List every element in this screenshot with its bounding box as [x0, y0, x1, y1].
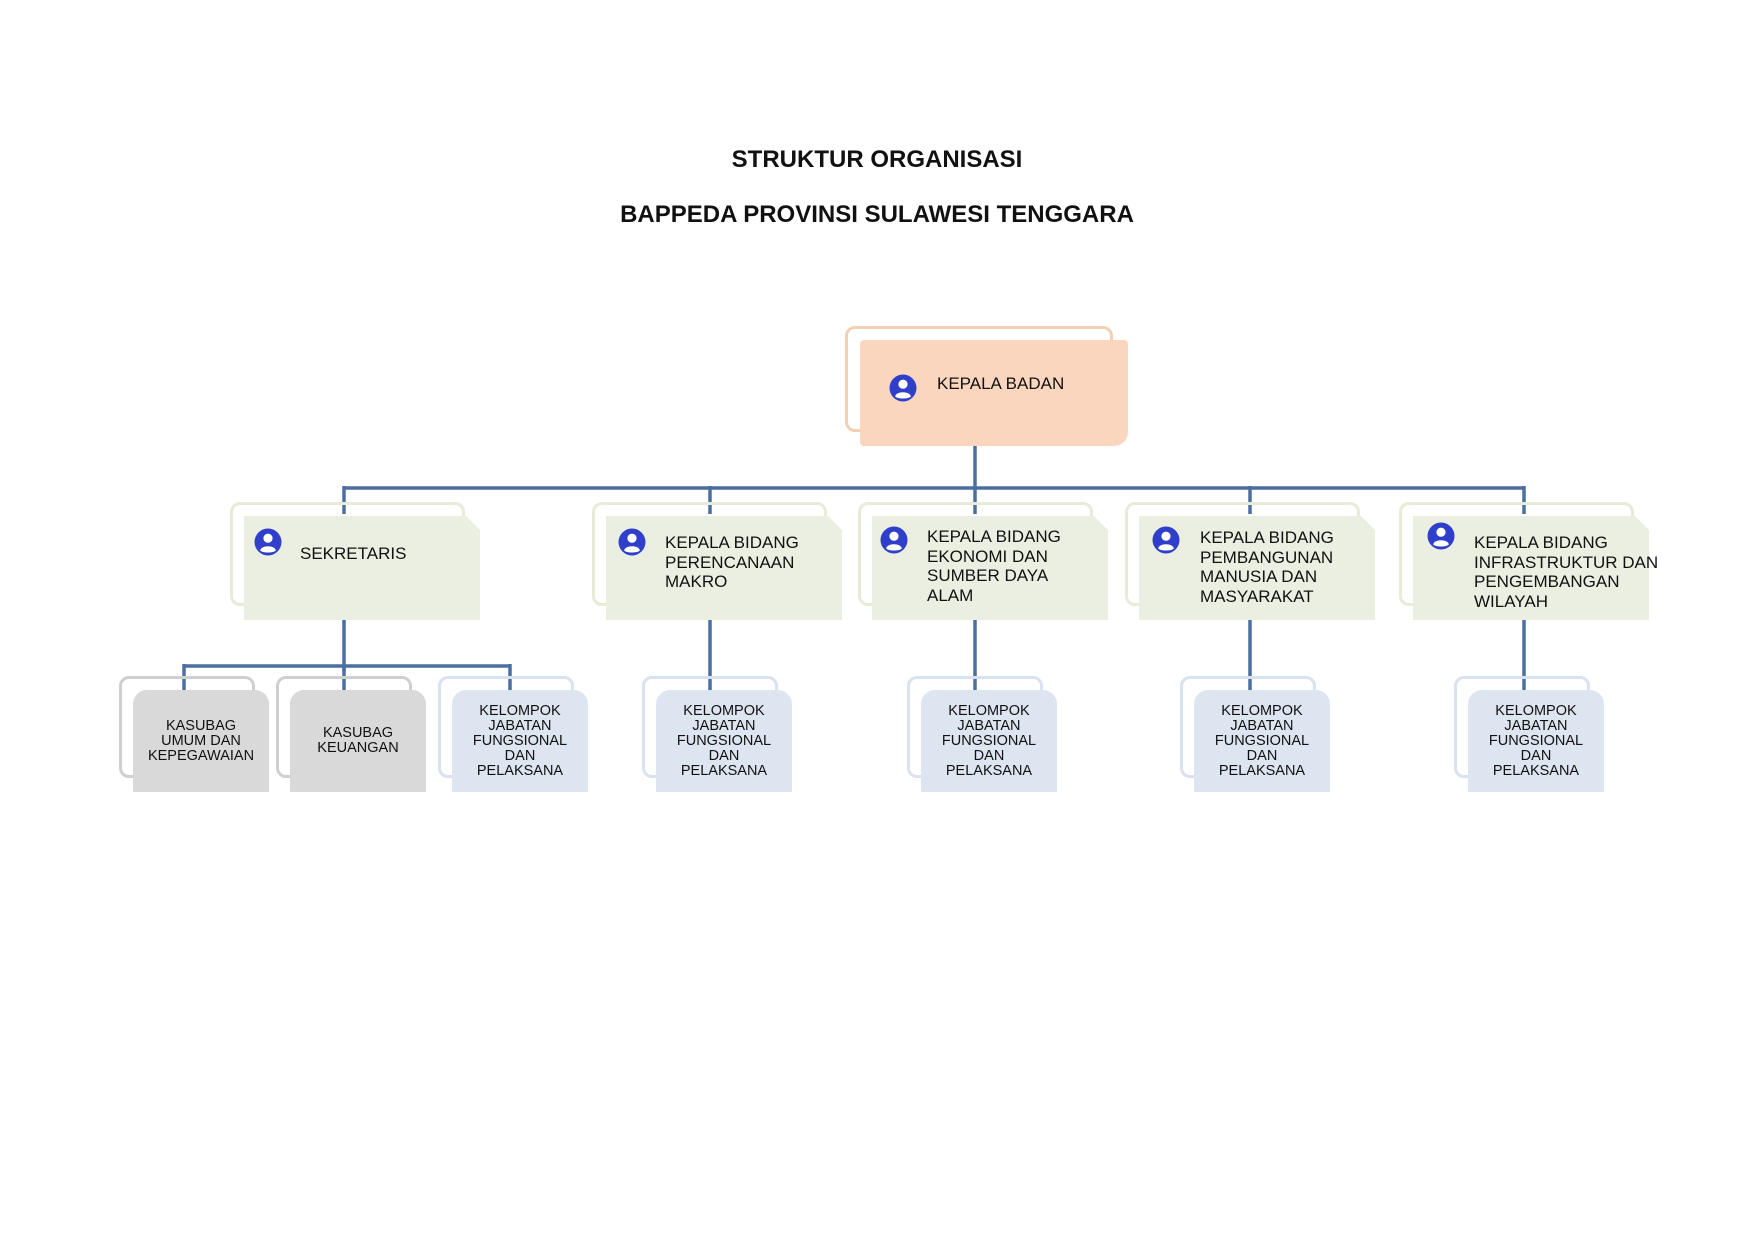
level2-title-2-line: SUMBER DAYA	[927, 566, 1049, 585]
level2-title-0-line: SEKRETARIS	[300, 544, 407, 563]
level3-box-1[interactable]	[290, 690, 426, 792]
level2-title-4-line: INFRASTRUKTUR DAN	[1474, 552, 1659, 572]
person-avatar-icon	[889, 374, 917, 402]
level2-title-2-line: ALAM	[927, 585, 974, 605]
person-avatar-icon	[254, 528, 282, 556]
level3-title-0-line: KASUBAG	[165, 717, 237, 734]
level3-title-3-line: FUNGSIONAL	[676, 732, 772, 749]
level3-title-6-line: JABATAN	[1504, 717, 1568, 734]
chart-title: STRUKTUR ORGANISASI	[731, 146, 1023, 173]
level2-title-4-line: KEPALA BIDANG	[1474, 533, 1608, 552]
level3-box-4[interactable]	[921, 690, 1057, 792]
level3-title-0-line: KEPEGAWAIAN	[147, 747, 255, 764]
level3-title-6-line: PELAKSANA	[1492, 762, 1580, 779]
level3-box-2[interactable]	[452, 690, 588, 792]
level3-title-5-line: KELOMPOK	[1221, 702, 1303, 719]
level2-title-4-line: PENGEMBANGAN	[1474, 572, 1620, 591]
level3-title-5-line: JABATAN	[1230, 717, 1294, 734]
level2-title-0: SEKRETARIS	[300, 544, 406, 564]
chart-subtitle: BAPPEDA PROVINSI SULAWESI TENGGARA	[620, 201, 1134, 228]
level2-box-1[interactable]	[606, 516, 842, 620]
level3-box-6[interactable]	[1468, 690, 1604, 792]
level3-title-5-line: DAN	[1246, 747, 1278, 764]
level2-title-1-line: KEPALA BIDANG	[665, 533, 799, 552]
level2-title-1-line: PERENCANAAN	[665, 552, 795, 572]
level3-title-1-line: KEUANGAN	[317, 740, 399, 756]
head-title-line: KEPALA BADAN	[937, 374, 1065, 393]
level2-box-3[interactable]	[1139, 516, 1375, 620]
level2-title-2-line: EKONOMI DAN	[927, 546, 1048, 566]
level3-title-4-line: KELOMPOK	[948, 702, 1030, 719]
level3-title-2-line: FUNGSIONAL	[472, 732, 568, 749]
head-title-lines: KEPALA BADAN	[937, 374, 1064, 394]
level2-box-0[interactable]	[244, 516, 480, 620]
person-avatar-icon	[880, 526, 908, 554]
level3-title-0-line: UMUM DAN	[161, 732, 241, 749]
level3-title-4-line: DAN	[973, 747, 1005, 764]
level3-title-4-line: FUNGSIONAL	[941, 732, 1037, 749]
person-avatar-icon	[1152, 526, 1180, 554]
level2-title-0-lines: SEKRETARIS	[300, 544, 406, 564]
level3-box-0[interactable]	[133, 690, 269, 792]
level3-title-3-line: DAN	[708, 747, 740, 764]
level2-title-3-line: PEMBANGUNAN	[1200, 547, 1334, 567]
level3-title-2-line: PELAKSANA	[476, 762, 564, 779]
level3-title-3-line: PELAKSANA	[680, 762, 768, 779]
level2-title-2-line: KEPALA BIDANG	[927, 527, 1061, 546]
level3-title-6-line: KELOMPOK	[1495, 702, 1577, 719]
level3-title-5-line: FUNGSIONAL	[1214, 732, 1310, 749]
level3-title-2-line: DAN	[504, 747, 536, 764]
level3-box-5[interactable]	[1194, 690, 1330, 792]
level3-box-3[interactable]	[656, 690, 792, 792]
level2-title-3-line: MANUSIA DAN	[1200, 567, 1318, 586]
level2-box-2[interactable]	[872, 516, 1108, 620]
level3-title-5-line: PELAKSANA	[1218, 762, 1306, 779]
person-avatar-icon	[1427, 522, 1455, 550]
head-title: KEPALA BADAN	[937, 374, 1064, 394]
level3-title-6-line: FUNGSIONAL	[1488, 732, 1584, 749]
level3-title-3-line: KELOMPOK	[683, 702, 765, 719]
level3-title-4-line: JABATAN	[957, 717, 1021, 734]
level2-title-4-line: WILAYAH	[1474, 591, 1548, 611]
level2-title-3-line: MASYARAKAT	[1200, 586, 1314, 606]
level2-title-3-line: KEPALA BIDANG	[1200, 528, 1334, 547]
level3-title-2-line: JABATAN	[488, 717, 552, 734]
level3-title-1-line: KASUBAG	[322, 725, 394, 741]
level3-title-3-line: JABATAN	[692, 717, 756, 734]
level3-title-6-line: DAN	[1520, 747, 1552, 764]
person-avatar-icon	[618, 528, 646, 556]
level3-title-4-line: PELAKSANA	[945, 762, 1033, 779]
level3-title-2-line: KELOMPOK	[479, 702, 561, 719]
level2-title-1-line: MAKRO	[665, 572, 728, 591]
